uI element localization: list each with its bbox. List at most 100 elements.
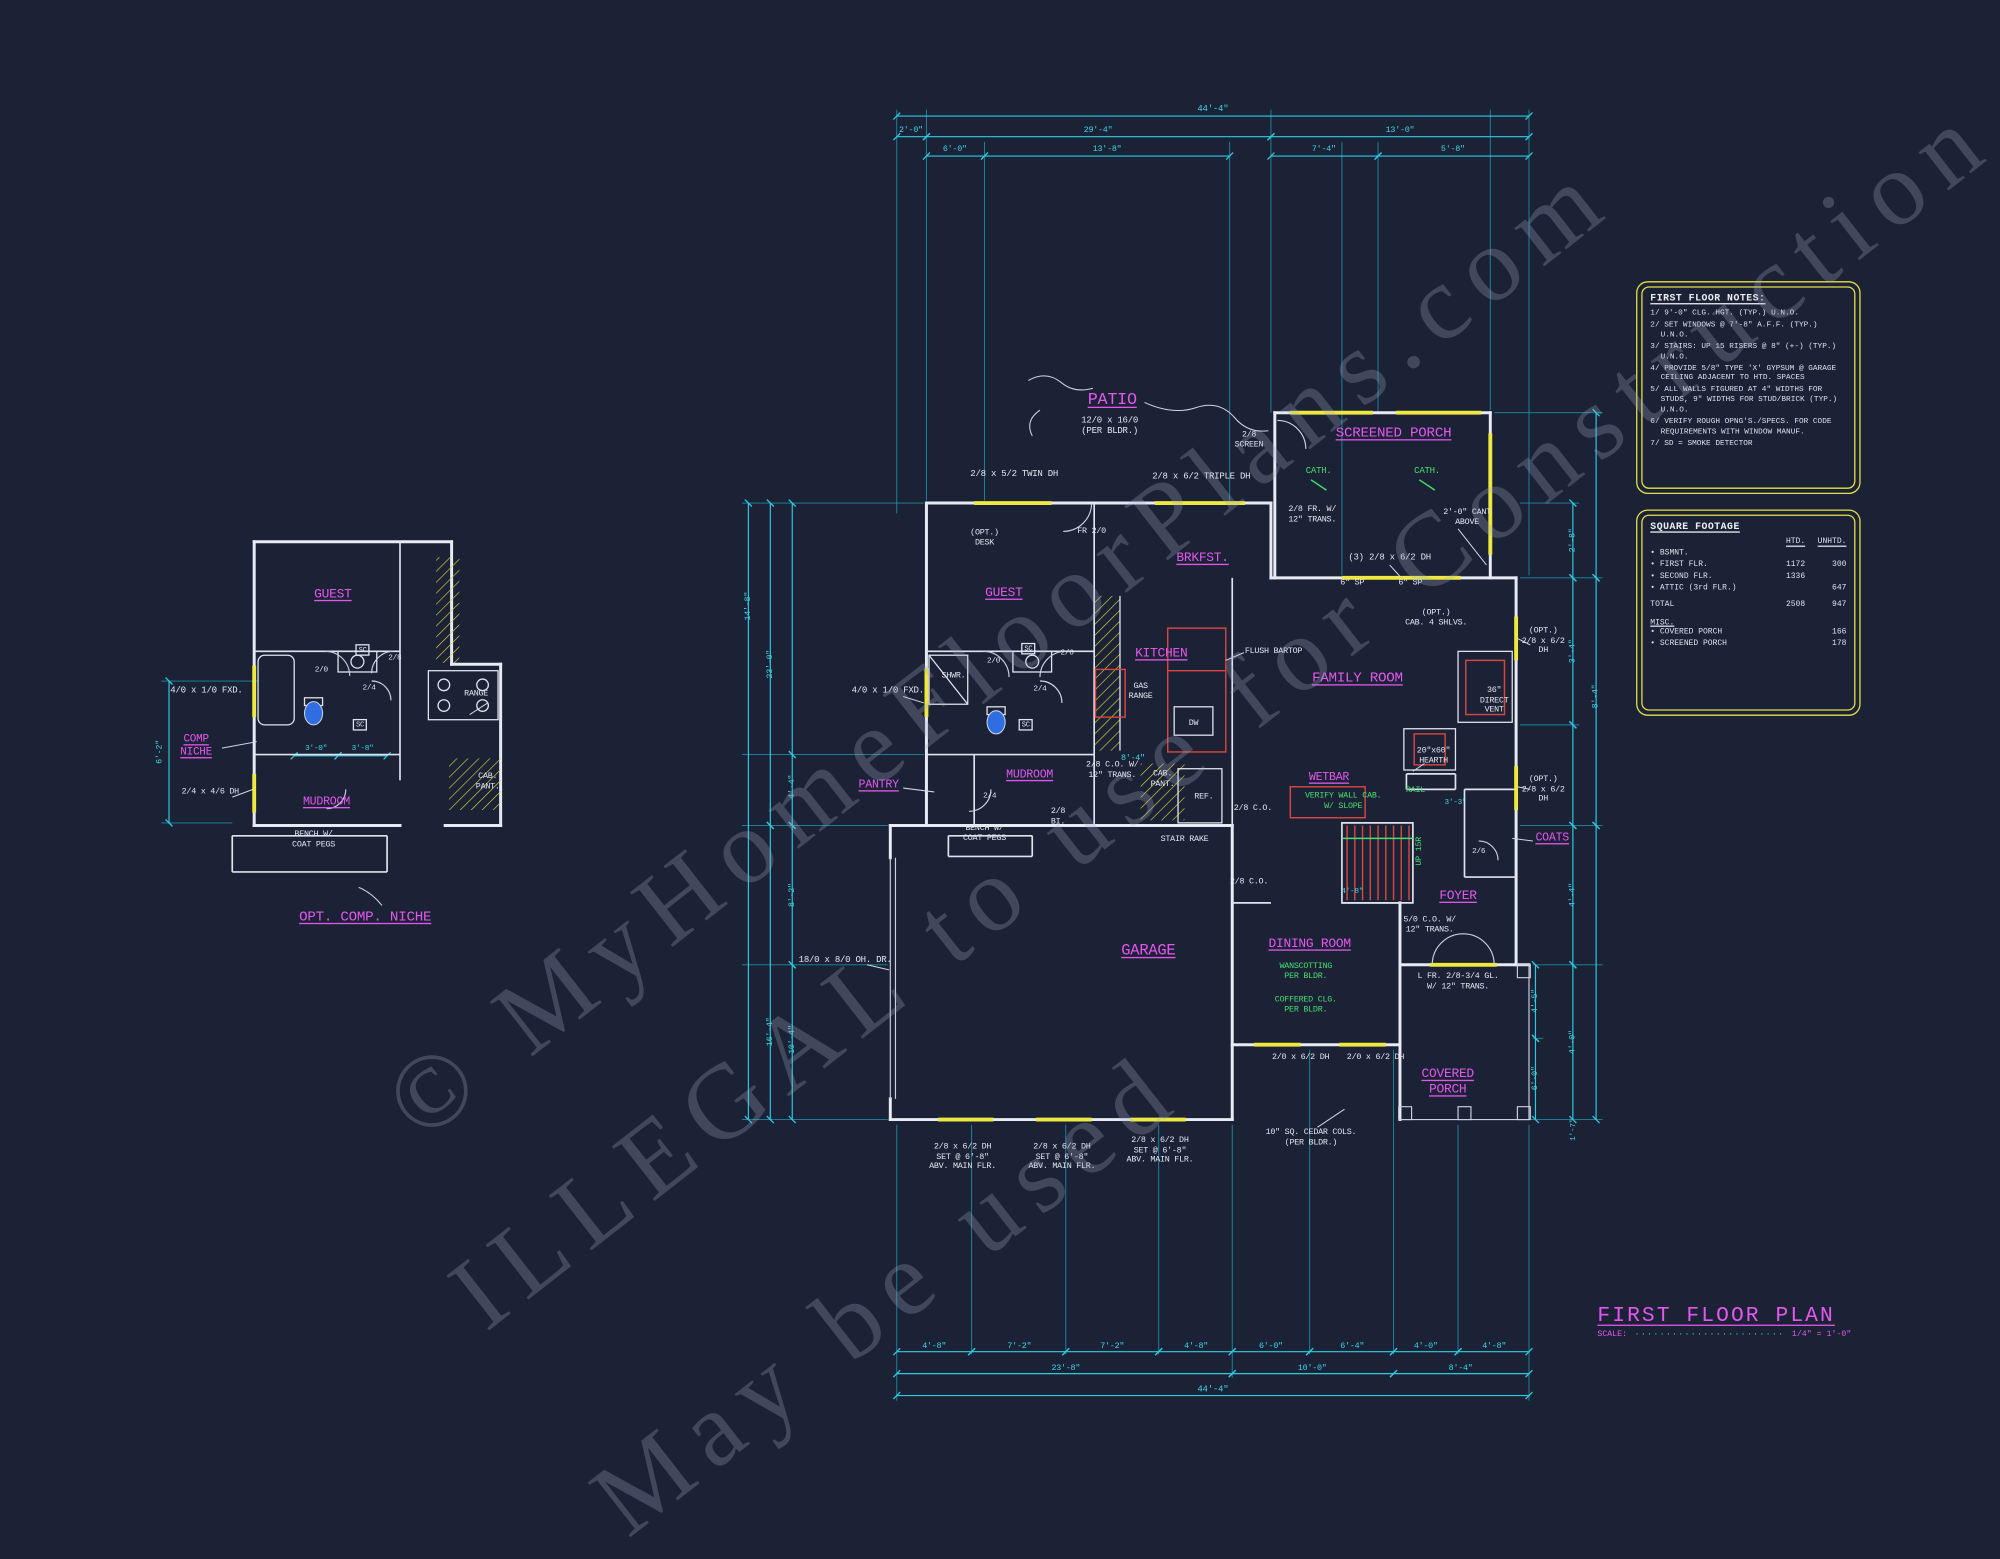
dim-right-g: 4'-0" xyxy=(1567,1030,1577,1055)
toilet-left xyxy=(303,701,324,726)
label-cedar-cols: 10" SQ. CEDAR COLS. (PER BLDR.) xyxy=(1265,1127,1357,1147)
label-up-15r: UP 15R xyxy=(1414,836,1424,866)
dim-stairs: 4'-8" xyxy=(1341,886,1364,896)
dim-right-d: 4'-4" xyxy=(1567,883,1577,908)
note-item: 7/ SD = SMOKE DETECTOR xyxy=(1650,438,1753,448)
sf-total-label: TOTAL xyxy=(1650,599,1675,609)
scale-leader-dots: ························ xyxy=(1634,1329,1785,1339)
label-stair-rake: STAIR RAKE xyxy=(1160,834,1209,844)
label-door-26c: 2/6 xyxy=(1472,846,1486,856)
label-foyer-co: 5/0 C.O. W/ 12" TRANS. xyxy=(1403,914,1456,934)
dimension-lines xyxy=(165,112,1601,1400)
sf-header-htd: HTD. xyxy=(1785,536,1806,546)
square-footage-panel: SQUARE FOOTAGE HTD. UNHTD. BSMNT. FIRST … xyxy=(1636,509,1861,716)
title-block: FIRST FLOOR PLAN SCALE: ················… xyxy=(1597,1303,1851,1339)
sf-total-unhtd: 947 xyxy=(1832,599,1847,609)
label-kitchen: KITCHEN xyxy=(1135,647,1188,662)
dim-bot-b: 7'-2" xyxy=(1007,1341,1032,1351)
leader-lines xyxy=(221,375,1533,1128)
dim-bot-f: 6'-4" xyxy=(1340,1341,1365,1351)
dim-top-c: 13'-0" xyxy=(1385,125,1415,135)
dim-left-f: 10'-4" xyxy=(787,1025,797,1054)
dim-bot-i: 23'-8" xyxy=(1051,1363,1081,1373)
note-item: 2/ SET WINDOWS @ 7'-8" A.F.F. (TYP.) U.N… xyxy=(1650,319,1818,339)
sf-row-label: BSMNT. xyxy=(1650,548,1769,560)
label-left-sc-upper: SC xyxy=(355,644,370,656)
label-porch-door: 2/8 FR. W/ 12" TRANS. xyxy=(1288,504,1337,524)
label-opt-dh-upper: (OPT.) 2/8 x 6/2 DH xyxy=(1521,626,1565,655)
label-front-door: L FR. 2/8-3/4 GL. W/ 12" TRANS. xyxy=(1417,971,1499,991)
label-co-lower: 2/8 C.O. xyxy=(1229,877,1269,887)
dim-bot-c: 7'-2" xyxy=(1100,1341,1125,1351)
door-arcs xyxy=(325,419,1499,965)
sf-row-attic: ATTIC (3rd FLR.) 647 xyxy=(1650,583,1847,595)
dim-kitchen: 8'-4" xyxy=(1120,753,1145,763)
dim-left-bath-b: 3'-8" xyxy=(351,743,374,753)
notes-title: FIRST FLOOR NOTES: xyxy=(1650,294,1766,305)
label-co-upper: 2/8 C.O. xyxy=(1233,803,1272,813)
note-item: 1/ 9'-0" CLG. HGT. (TYP.) U.N.O. xyxy=(1650,308,1799,318)
dim-left-bath-a: 3'-0" xyxy=(305,743,328,753)
covered-porch-outline xyxy=(889,857,1531,1121)
dim-bot-total: 44'-4" xyxy=(1197,1385,1229,1396)
label-cab-pant-main: CAB. PANT. xyxy=(1150,769,1175,789)
label-guest-left: GUEST xyxy=(314,588,352,603)
label-door-20: 2/0 xyxy=(986,655,1001,665)
label-range: RANGE xyxy=(464,688,489,699)
label-door-24b: 2/4 xyxy=(983,791,997,801)
scale-label: SCALE: xyxy=(1597,1329,1628,1339)
label-fxd-left: 4/0 x 1/0 FXD. xyxy=(170,686,243,697)
label-shwr: SHWR. xyxy=(941,670,966,680)
label-opt-desk: (OPT.) DESK xyxy=(970,527,999,547)
label-garage-dh-2: 2/8 x 6/2 DH SET @ 6'-8" ABV. MAIN FLR. xyxy=(1028,1142,1096,1171)
label-sp-left: 6" SP xyxy=(1340,578,1365,588)
label-mudroom-main: MUDROOM xyxy=(1006,768,1054,782)
square-footage-inner: SQUARE FOOTAGE HTD. UNHTD. BSMNT. FIRST … xyxy=(1641,514,1856,711)
dim-top-a: 2'-0" xyxy=(899,125,923,135)
sf-header-spacer xyxy=(1650,537,1769,549)
label-door-24a: 2/4 xyxy=(1033,684,1047,694)
sf-row-htd xyxy=(1769,583,1805,595)
dim-right-h: 1'-7" xyxy=(1568,1118,1578,1141)
sf-row-value: 166 xyxy=(1832,626,1847,636)
label-dw: DW xyxy=(1188,718,1199,728)
label-guest-main: GUEST xyxy=(985,586,1023,602)
label-cant-above: 2'-0" CANT ABOVE xyxy=(1443,507,1491,527)
label-left-dh: 2/4 x 4/6 DH xyxy=(181,786,240,797)
label-bench-main: BENCH W/ COAT PEGS xyxy=(963,823,1006,843)
sf-row-htd: 1336 xyxy=(1785,571,1806,581)
label-coffered: COFFERED CLG. PER BLDR. xyxy=(1274,994,1337,1014)
sf-misc-title: MISC. xyxy=(1650,617,1675,627)
label-left-door-28: 2/8 xyxy=(388,653,402,663)
dim-top-d: 6'-0" xyxy=(942,144,967,154)
dim-right-e: 4'-5" xyxy=(1530,988,1540,1013)
label-kitchen-co: 2/8 C.O. W/ 12" TRANS. xyxy=(1085,760,1139,780)
label-family-room: FAMILY ROOM xyxy=(1311,671,1403,687)
label-garage-dh-3: 2/8 x 6/2 DH SET @ 6'-8" ABV. MAIN FLR. xyxy=(1126,1135,1194,1165)
label-sp-right: 6" SP xyxy=(1398,578,1423,588)
sf-row-bsmnt: BSMNT. xyxy=(1650,548,1846,560)
dim-top-f: 7'-4" xyxy=(1311,144,1336,154)
label-dining-dh-right: 2/0 x 6/2 DH xyxy=(1346,1052,1405,1062)
label-verify-cab: VERIFY WALL CAB. W/ SLOPE xyxy=(1304,791,1382,810)
dim-left-d: 8'-2" xyxy=(787,883,797,908)
sheet-scale: SCALE: ························ 1/4" = 1… xyxy=(1597,1330,1851,1339)
first-floor-notes-inner: FIRST FLOOR NOTES: 1/ 9'-0" CLG. HGT. (T… xyxy=(1641,286,1856,489)
sf-row-htd: 1172 xyxy=(1785,559,1806,569)
note-item: 6/ VERIFY ROUGH OPNG'S./SPECS. FOR CODE … xyxy=(1650,416,1832,436)
label-oh-door: 18/0 x 8/0 OH. DR. xyxy=(798,955,892,966)
plan-drawing xyxy=(161,109,1603,1401)
fixtures xyxy=(257,595,1513,824)
sf-row-unhtd: 300 xyxy=(1832,559,1847,569)
label-wanscotting: WANSCOTTING PER BLDR. xyxy=(1279,961,1333,981)
sf-row-spacer xyxy=(1769,627,1805,639)
sf-row-value: 178 xyxy=(1832,638,1847,648)
square-footage-title: SQUARE FOOTAGE xyxy=(1650,522,1740,533)
label-rail: RAIL xyxy=(1405,785,1426,795)
dim-top-e: 13'-8" xyxy=(1092,144,1122,154)
dim-bot-k: 8'-4" xyxy=(1448,1363,1473,1373)
label-opt-cab-shlvs: (OPT.) CAB. 4 SHLVS. xyxy=(1405,607,1468,627)
label-brkfst: BRKFST. xyxy=(1176,552,1229,567)
